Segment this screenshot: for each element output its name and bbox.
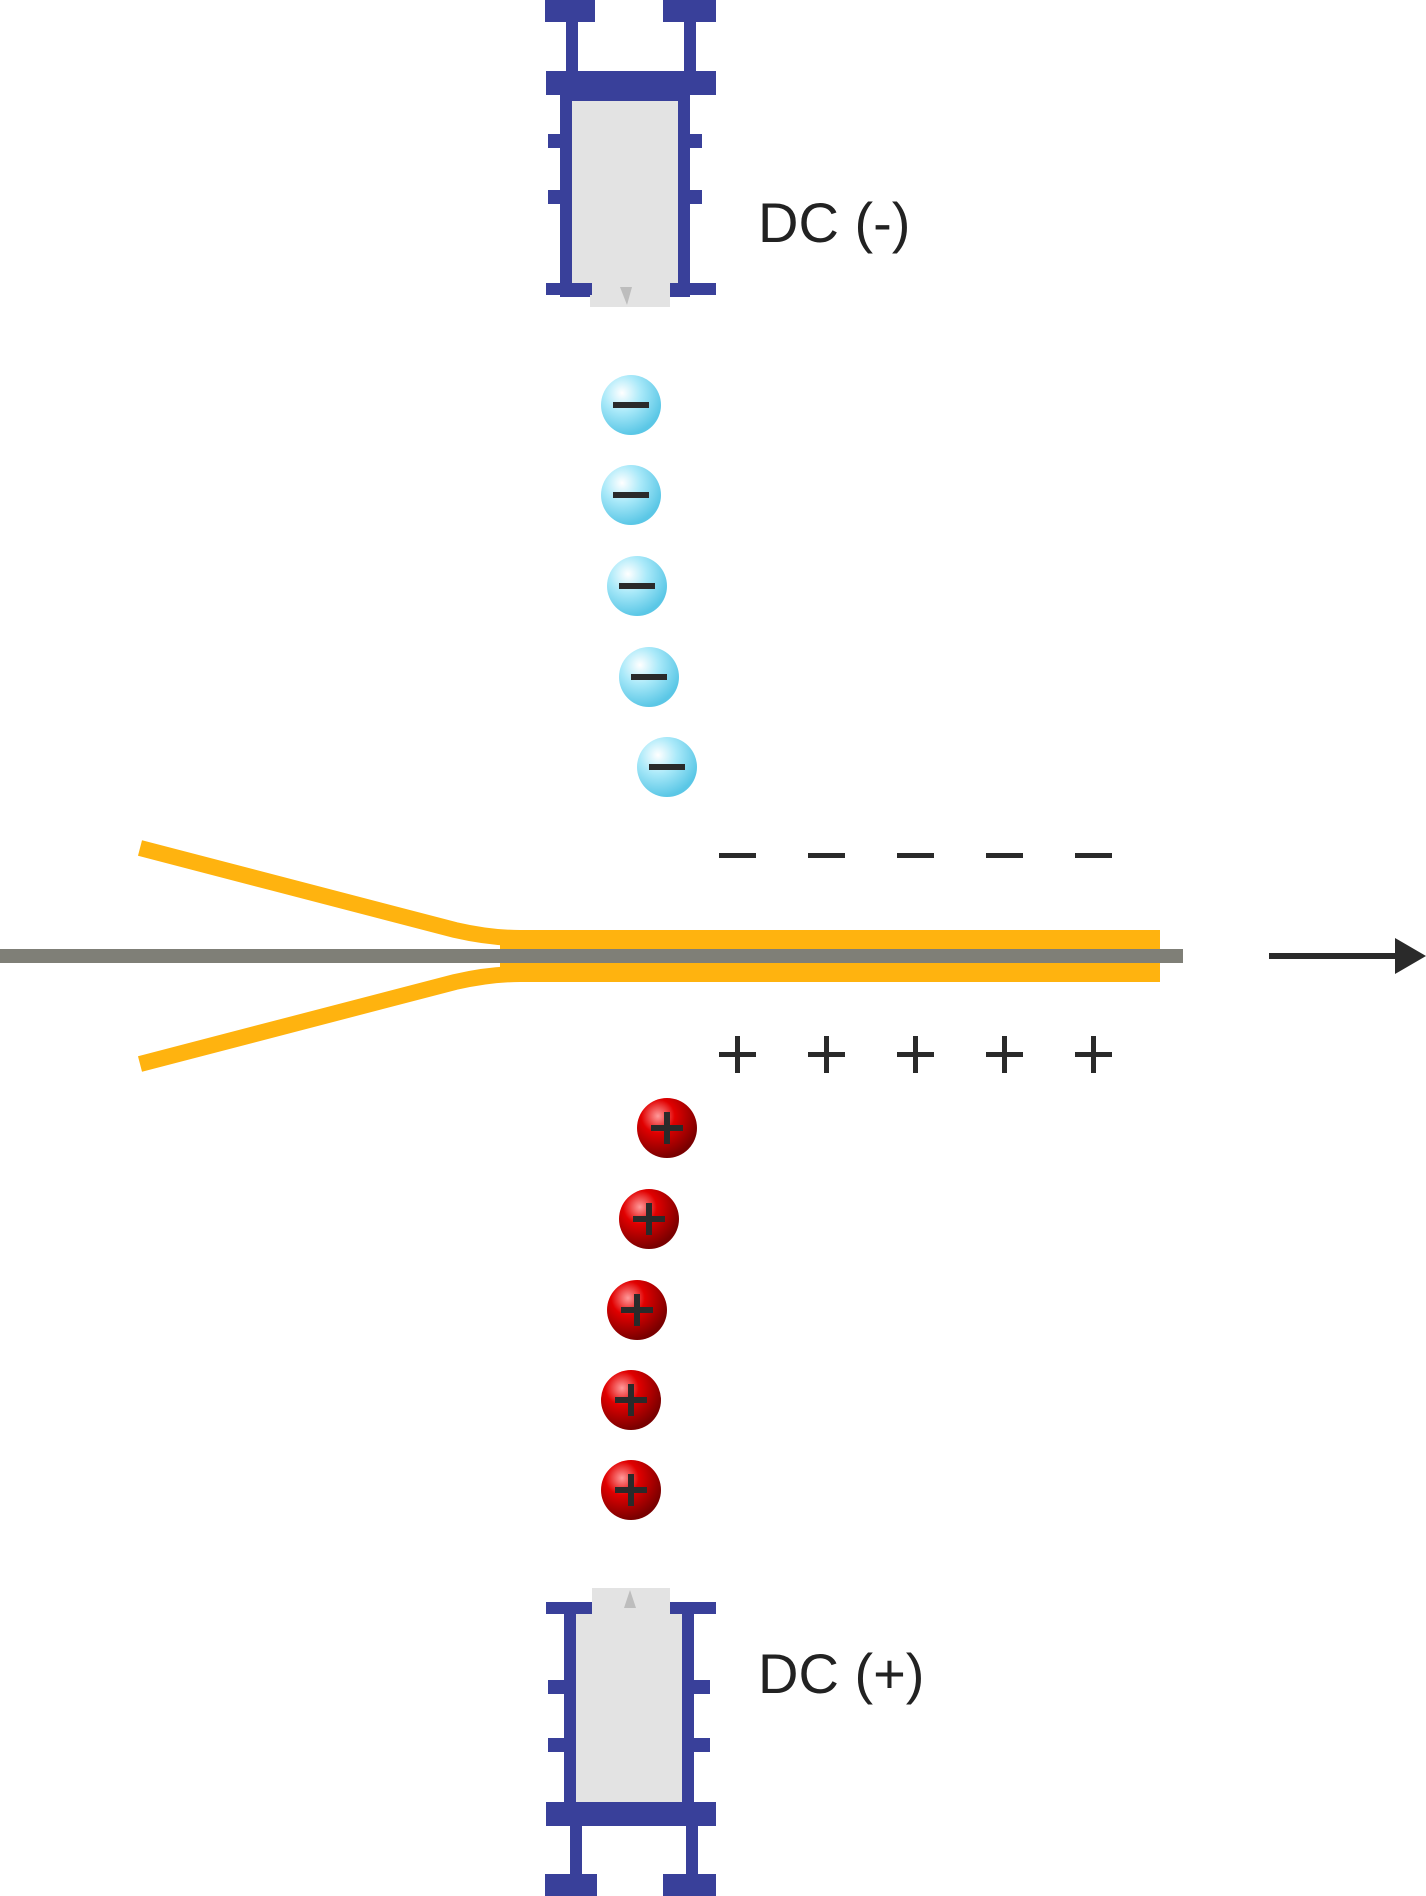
top-electrode-tab (548, 190, 568, 204)
negative-ion (619, 647, 679, 707)
top-electrode-flange (546, 71, 716, 95)
surface-positive-charges (719, 1036, 1112, 1073)
bottom-electrode-tab (690, 1738, 710, 1752)
top-electrode-body (560, 89, 690, 297)
positive-charge-sign (808, 1036, 845, 1073)
positive-ion (637, 1098, 697, 1158)
negative-ion (637, 737, 697, 797)
negative-ions (601, 375, 697, 797)
top-electrode-cap-left (545, 0, 595, 22)
positive-ions (601, 1098, 697, 1520)
positive-charge-sign (1075, 1036, 1112, 1073)
top-electrode-nozzle-plate (590, 295, 670, 307)
positive-charge-sign (719, 1036, 756, 1073)
bottom-electrode-cap-left (545, 1874, 597, 1896)
negative-charge-sign (808, 853, 845, 858)
top-electrode-tab (682, 134, 702, 148)
negative-ion (601, 375, 661, 435)
bottom-electrode-body (564, 1602, 694, 1814)
bottom-electrode (545, 1588, 716, 1896)
arrow-right-icon (1269, 938, 1426, 974)
top-electrode-tab (682, 190, 702, 204)
negative-charge-sign (1075, 853, 1112, 858)
top-electrode-cap-right (663, 0, 716, 22)
bottom-electrode-tab (548, 1738, 568, 1752)
bottom-electrode-label: DC (+) (758, 1642, 924, 1705)
positive-ion (607, 1280, 667, 1340)
negative-charge-sign (897, 853, 934, 858)
bottom-electrode-cap-right (663, 1874, 716, 1896)
negative-ion (607, 556, 667, 616)
negative-charge-sign (719, 853, 756, 858)
top-electrode-label: DC (-) (758, 191, 910, 254)
top-electrode-tab (548, 134, 568, 148)
surface-negative-charges (719, 853, 1112, 858)
positive-charge-sign (986, 1036, 1023, 1073)
positive-ion (619, 1189, 679, 1249)
top-electrode (545, 0, 716, 307)
core-line (0, 949, 1183, 963)
bottom-electrode-tab (548, 1680, 568, 1694)
positive-ion (601, 1460, 661, 1520)
positive-charge-sign (897, 1036, 934, 1073)
fiber-upper-strand (137, 840, 1160, 946)
bottom-electrode-needle (624, 1590, 636, 1608)
bottom-electrode-tab (690, 1680, 710, 1694)
bottom-electrode-flange (546, 1802, 716, 1826)
negative-charge-sign (986, 853, 1023, 858)
negative-ion (601, 465, 661, 525)
positive-ion (601, 1370, 661, 1430)
top-electrode-needle (620, 287, 632, 305)
